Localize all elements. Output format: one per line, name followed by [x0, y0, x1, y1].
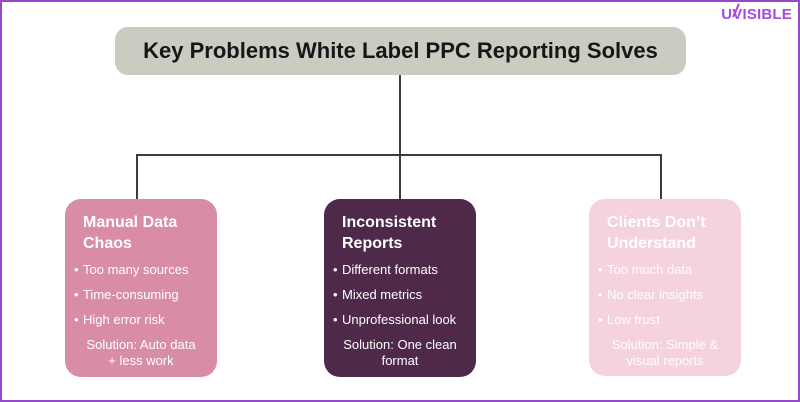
bullet-item: Low trust — [598, 312, 731, 327]
bullet-list: Different formats Mixed metrics Unprofes… — [333, 262, 466, 327]
problem-box-inconsistent-reports: Inconsistent Reports Different formats M… — [324, 199, 476, 377]
bullet-item: Different formats — [333, 262, 466, 277]
solution-line: + less work — [108, 353, 174, 368]
bullet-item: High error risk — [74, 312, 207, 327]
bullet-item: Time-consuming — [74, 287, 207, 302]
connector-vertical-center — [399, 75, 401, 199]
bullet-item: Unprofessional look — [333, 312, 466, 327]
solution-text: Solution: Simple & visual reports — [589, 337, 741, 369]
bullet-list: Too much data No clear insights Low trus… — [598, 262, 731, 327]
box-title: Manual Data Chaos — [83, 214, 178, 252]
header-banner: Key Problems White Label PPC Reporting S… — [115, 27, 686, 75]
bullet-item: Mixed metrics — [333, 287, 466, 302]
box-title: Inconsistent Reports — [342, 214, 437, 252]
solution-line: Solution: Simple & — [611, 337, 719, 352]
solution-line: format — [381, 353, 419, 368]
bullet-item: Too much data — [598, 262, 731, 277]
page-title: Key Problems White Label PPC Reporting S… — [143, 38, 658, 63]
solution-line: Solution: Auto data — [86, 337, 196, 352]
connector-vertical-right — [660, 154, 662, 199]
bullet-item: Too many sources — [74, 262, 207, 277]
brand-logo-text: UVISIBLE — [721, 6, 792, 23]
box-title: Clients Don’t Understand — [607, 214, 706, 252]
connector-vertical-left — [136, 154, 138, 199]
bullet-item: No clear insights — [598, 287, 731, 302]
solution-text: Solution: Auto data + less work — [65, 337, 217, 369]
solution-line: visual reports — [626, 353, 704, 368]
connector-horizontal — [136, 154, 662, 156]
bullet-list: Too many sources Time-consuming High err… — [74, 262, 207, 327]
brand-logo: UVISIBLE — [721, 3, 792, 23]
solution-text: Solution: One clean format — [324, 337, 476, 369]
problem-box-clients-dont-understand: Clients Don’t Understand Too much data N… — [589, 199, 741, 376]
problem-box-manual-data-chaos: Manual Data Chaos Too many sources Time-… — [65, 199, 217, 377]
solution-line: Solution: One clean — [343, 337, 457, 352]
